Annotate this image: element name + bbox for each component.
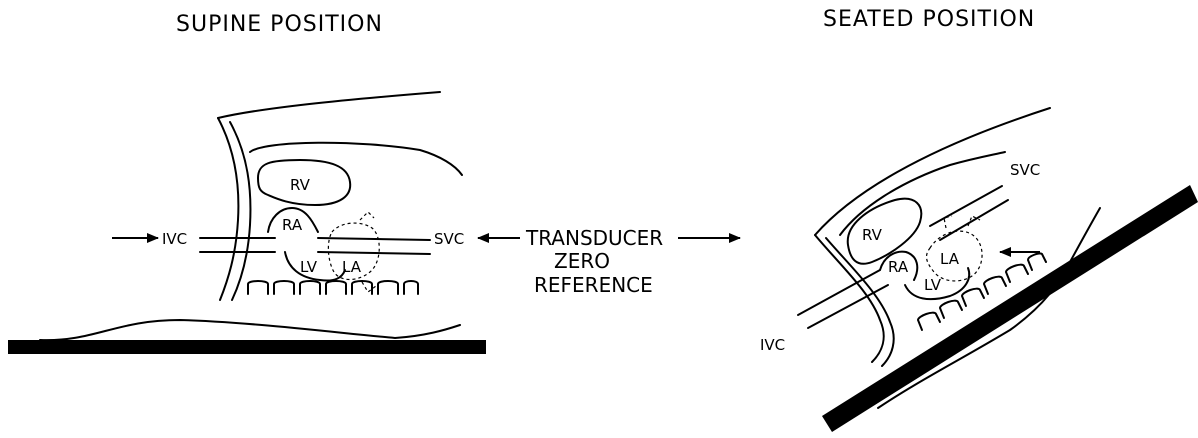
supine-la-veins	[359, 211, 377, 293]
supine-back-outline	[39, 319, 461, 342]
seated-table	[822, 185, 1198, 432]
supine-svc-lower	[317, 251, 431, 255]
seated-right-ventricle	[846, 197, 923, 265]
seated-spine-outline	[814, 234, 885, 363]
center-label-line1: TRANSDUCER	[525, 226, 663, 250]
seated-label-rv: RV	[862, 226, 883, 244]
supine-spine-outline	[217, 117, 240, 301]
supine-label-ra: RA	[282, 216, 303, 234]
seated-chest-wall	[814, 107, 1051, 236]
supine-label-la: LA	[342, 258, 362, 276]
supine-right-atrium	[267, 207, 319, 233]
supine-label-rv: RV	[290, 176, 311, 194]
seated-ivc-lower	[807, 284, 889, 329]
supine-label-lv: LV	[300, 258, 318, 276]
seated-spine-inner	[825, 237, 895, 367]
seated-right-atrium	[879, 250, 919, 281]
center-label-line3: REFERENCE	[534, 273, 653, 297]
supine-left-ventricle	[284, 251, 346, 282]
seated-pericardium	[839, 151, 1006, 236]
seated-label-svc: SVC	[1010, 161, 1040, 179]
seated-back-outline	[877, 207, 1101, 409]
seated-left-atrium	[925, 230, 983, 282]
seated-svc-lower	[939, 199, 1009, 241]
supine-chest-wall	[217, 91, 441, 119]
seated-label-la: LA	[940, 250, 960, 268]
seated-position-title: SEATED POSITION	[823, 7, 1036, 32]
supine-svc-upper	[317, 237, 431, 241]
supine-position-title: SUPINE POSITION	[176, 12, 383, 37]
supine-left-atrium	[327, 222, 380, 281]
supine-pericardium	[249, 141, 463, 176]
supine-figure: RV RA LV LA IVC SVC	[8, 91, 486, 354]
center-label-line2: ZERO	[554, 249, 610, 273]
seated-label-ra: RA	[888, 258, 909, 276]
seated-vertebrae	[917, 252, 1047, 331]
supine-label-svc: SVC	[434, 230, 464, 248]
supine-right-ventricle	[257, 159, 352, 206]
seated-label-ivc: IVC	[760, 336, 785, 354]
seated-left-ventricle	[904, 267, 971, 301]
supine-table	[8, 340, 486, 354]
supine-vertebrae	[247, 280, 419, 295]
supine-spine-inner	[229, 121, 252, 301]
seated-ivc-upper	[797, 269, 881, 316]
seated-label-lv: LV	[924, 276, 942, 294]
seated-figure: RV RA LV LA IVC SVC	[760, 107, 1198, 432]
supine-label-ivc: IVC	[162, 230, 187, 248]
transducer-reference: TRANSDUCER ZERO REFERENCE	[477, 226, 741, 297]
seated-svc-upper	[929, 185, 1003, 227]
